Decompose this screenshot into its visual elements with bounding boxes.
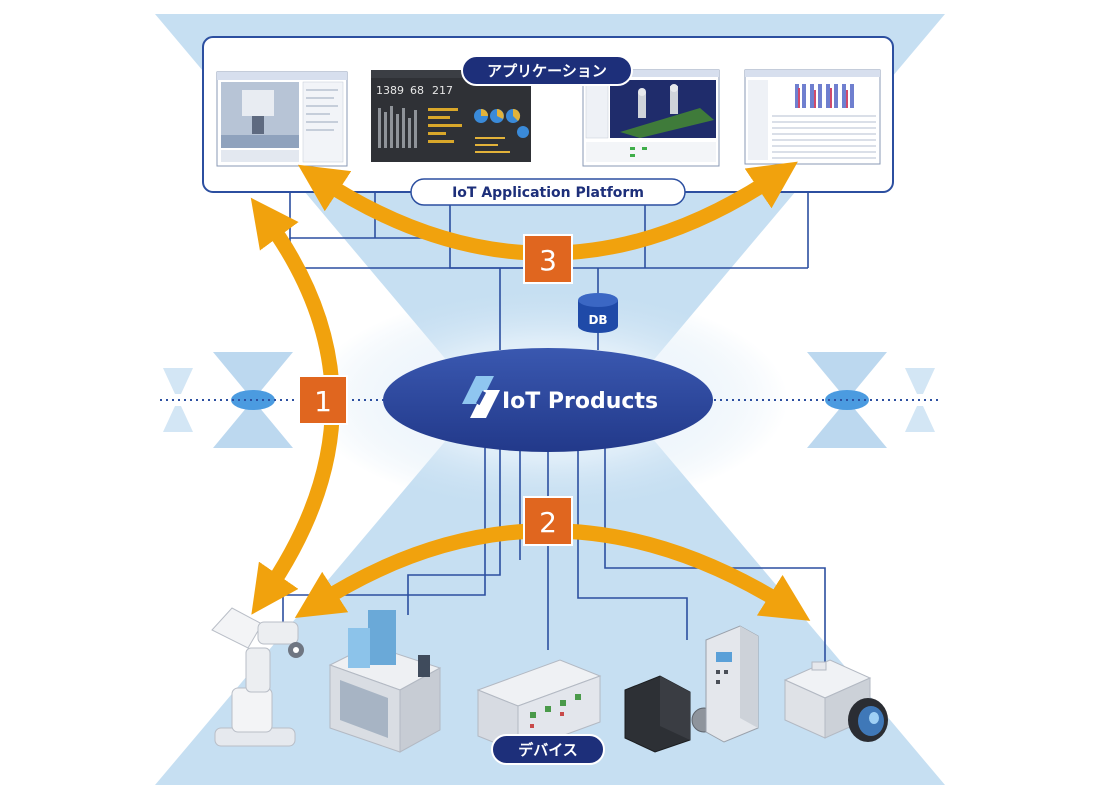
robot-arm-icon <box>211 607 304 747</box>
dashboard-value-b: 68 <box>410 84 424 97</box>
marker-1: 1 <box>298 375 348 425</box>
dashboard-value-a: 1389 <box>376 84 404 97</box>
platform-label: IoT Application Platform <box>452 185 644 201</box>
marker-2: 2 <box>523 496 573 546</box>
app-screen-camera-viewer <box>216 71 348 167</box>
application-label-pill: アプリケーション <box>461 55 633 86</box>
application-label: アプリケーション <box>487 62 607 80</box>
device-label-pill: デバイス <box>491 734 605 765</box>
iot-products-hub: IoT Products <box>383 348 713 452</box>
app-screen-spreadsheet <box>744 69 881 165</box>
device-label: デバイス <box>518 741 578 759</box>
iot-products-logo-icon <box>462 376 500 418</box>
dashboard-value-c: 217 <box>432 84 453 97</box>
right-node-hourglass <box>807 352 935 448</box>
camera-icon <box>783 659 888 742</box>
marker-3-text: 3 <box>539 244 557 277</box>
platform-label-pill: IoT Application Platform <box>410 178 686 206</box>
cnc-machine-icon <box>328 610 442 753</box>
db-cylinder: DB <box>578 293 618 333</box>
iot-products-label: IoT Products <box>502 389 658 414</box>
marker-3: 3 <box>523 234 573 284</box>
marker-1-text: 1 <box>314 385 332 418</box>
marker-2-text: 2 <box>539 506 557 539</box>
db-label: DB <box>588 313 607 327</box>
servo-motor-icon <box>624 625 759 753</box>
